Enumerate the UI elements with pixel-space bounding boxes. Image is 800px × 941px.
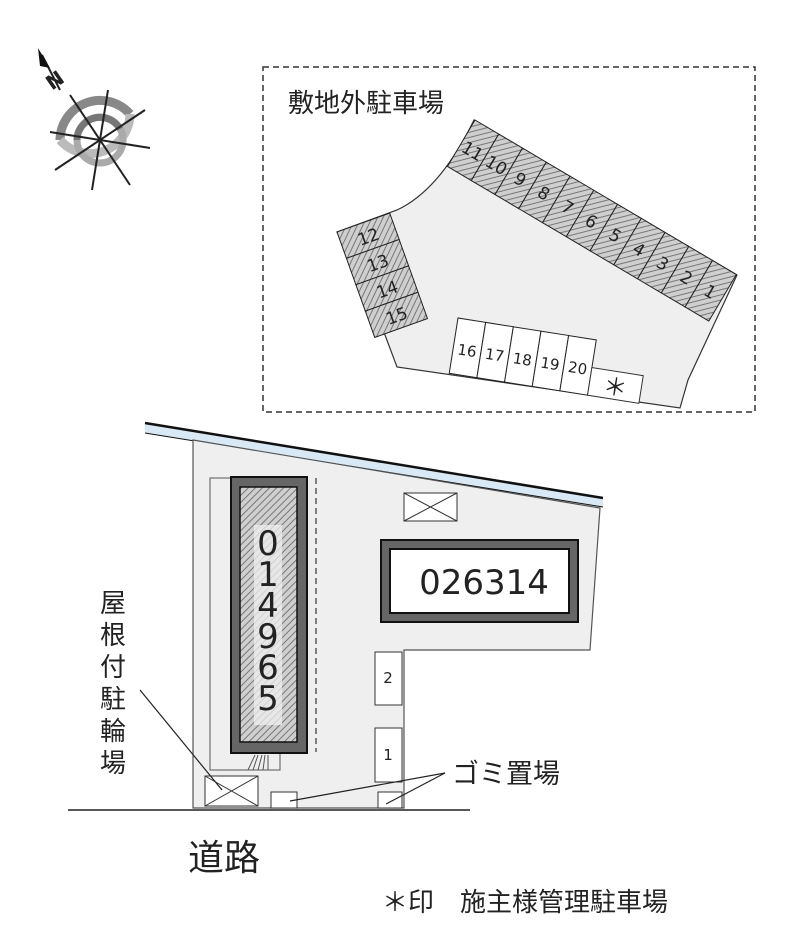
road-edge	[145, 423, 603, 507]
bike-stall-2	[374, 651, 403, 706]
building-b: 026314	[380, 539, 579, 623]
parking-stall-number: 16	[456, 340, 478, 361]
parking-stall-number: 17	[484, 345, 506, 366]
parking-stall	[684, 259, 738, 322]
x-box-icon	[403, 492, 458, 522]
parking-stall	[364, 291, 429, 339]
owner-mark: ＊	[601, 372, 629, 403]
x-box-icon	[204, 775, 259, 807]
stairs-icon	[247, 754, 269, 771]
bike-stall-label: 2	[383, 669, 393, 687]
garbage-label: ゴミ置場	[452, 759, 560, 790]
road-label: 道路	[188, 838, 260, 879]
parking-stall-number: 18	[511, 349, 533, 370]
north-label: N	[41, 66, 68, 95]
bike-stall-label: 1	[383, 746, 393, 764]
covered-bike-parking-label: 屋根付駐輪場	[100, 589, 126, 779]
building-b-label: 026314	[419, 563, 549, 603]
bike-stall-1	[374, 727, 403, 783]
offsite-parking-title: 敷地外駐車場	[288, 89, 444, 119]
parking-stall-number: 20	[567, 358, 589, 379]
garbage-box	[377, 791, 403, 809]
compass-icon: N	[38, 48, 151, 191]
footnote: ＊印 施主様管理駐車場	[382, 888, 668, 918]
offsite-parking-boundary	[262, 66, 756, 413]
parking-stall-number: 19	[539, 354, 561, 375]
owner-parking-stall	[586, 366, 644, 404]
